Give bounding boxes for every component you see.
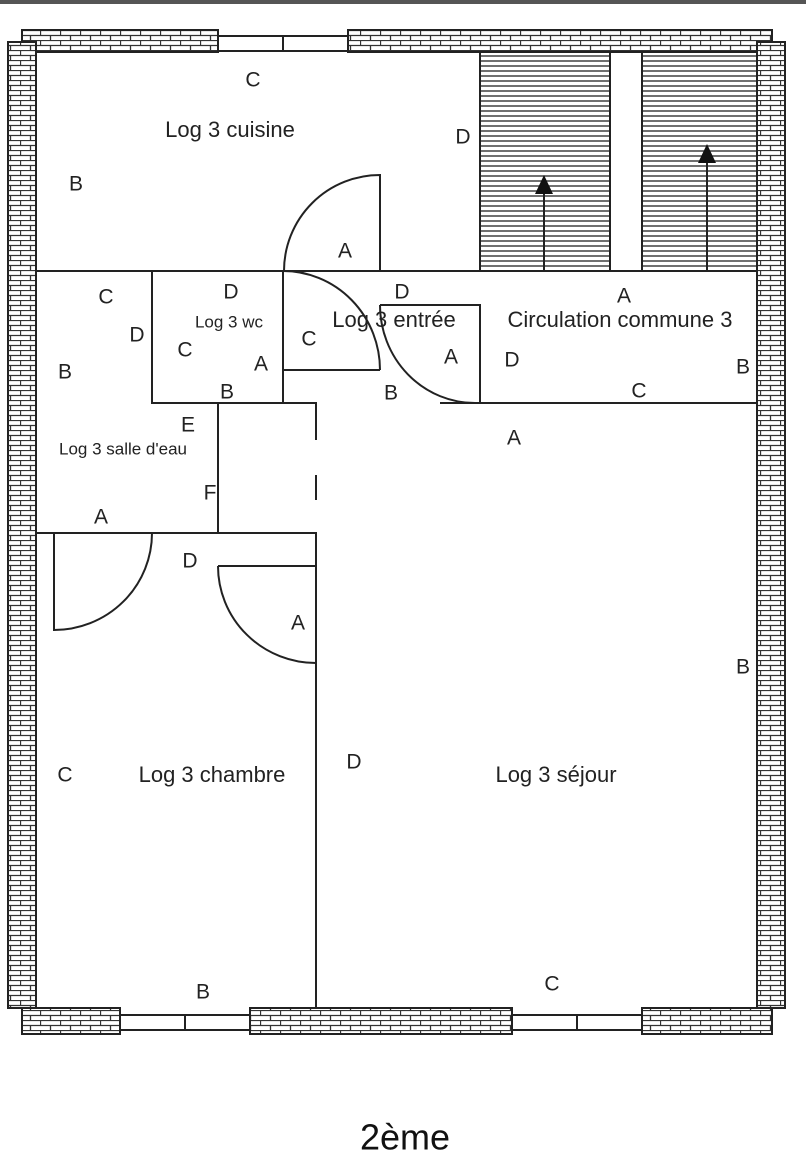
wall-label: B — [220, 381, 234, 404]
door-chambre — [217, 565, 317, 664]
room-label-sejour: Log 3 séjour — [495, 762, 616, 787]
wall-label: A — [507, 427, 521, 450]
wall-label: A — [94, 506, 108, 529]
door-wc — [282, 270, 381, 371]
wall-label: F — [204, 482, 217, 505]
window-bottom-sejour — [512, 1014, 642, 1031]
wall-label: D — [223, 281, 238, 304]
wall-label: C — [301, 328, 316, 351]
wall-label: D — [504, 349, 519, 372]
door-salle-eau — [53, 532, 153, 632]
wall-label: B — [384, 382, 398, 405]
top-border — [0, 0, 806, 4]
room-label-chambre: Log 3 chambre — [139, 762, 286, 787]
wall-label: A — [254, 353, 268, 376]
wall-label: A — [338, 240, 352, 263]
wall-label: D — [129, 324, 144, 347]
wall-label: D — [182, 550, 197, 573]
window-bottom-chambre — [120, 1014, 250, 1031]
wall-label: B — [196, 981, 210, 1004]
wall-label: D — [394, 281, 409, 304]
wall-label: D — [346, 751, 361, 774]
floor-title: 2ème — [360, 1117, 450, 1158]
wall-label: A — [617, 285, 631, 308]
stair-arrow-icon — [698, 144, 716, 163]
door-cuisine — [283, 173, 381, 272]
wall-label: C — [98, 286, 113, 309]
door-entree — [379, 304, 476, 404]
wall-label: C — [57, 764, 72, 787]
wall-label: C — [177, 339, 192, 362]
room-label-wc: Log 3 wc — [195, 312, 264, 331]
wall-label: B — [736, 356, 750, 379]
room-label-circulation: Circulation commune 3 — [508, 307, 733, 332]
wall-label: B — [736, 656, 750, 679]
wall-label: D — [455, 126, 470, 149]
room-label-cuisine: Log 3 cuisine — [165, 117, 295, 142]
interior-walls — [36, 270, 757, 1008]
wall-label: B — [69, 173, 83, 196]
room-label-salle-eau: Log 3 salle d'eau — [59, 439, 187, 458]
wall-label: B — [58, 361, 72, 384]
stair-arrow-icon — [535, 175, 553, 194]
room-label-entree: Log 3 entrée — [332, 307, 456, 332]
wall-label: C — [544, 973, 559, 996]
wall-label: C — [631, 380, 646, 403]
window-top — [218, 35, 348, 52]
wall-label: A — [444, 346, 458, 369]
exterior-walls — [7, 29, 786, 1035]
staircase — [479, 51, 758, 272]
wall-labels: C D B A C D B E F A D C A B C D A B A D … — [57, 69, 750, 1004]
wall-label: C — [245, 69, 260, 92]
wall-label: E — [181, 414, 195, 437]
wall-label: A — [291, 612, 305, 635]
